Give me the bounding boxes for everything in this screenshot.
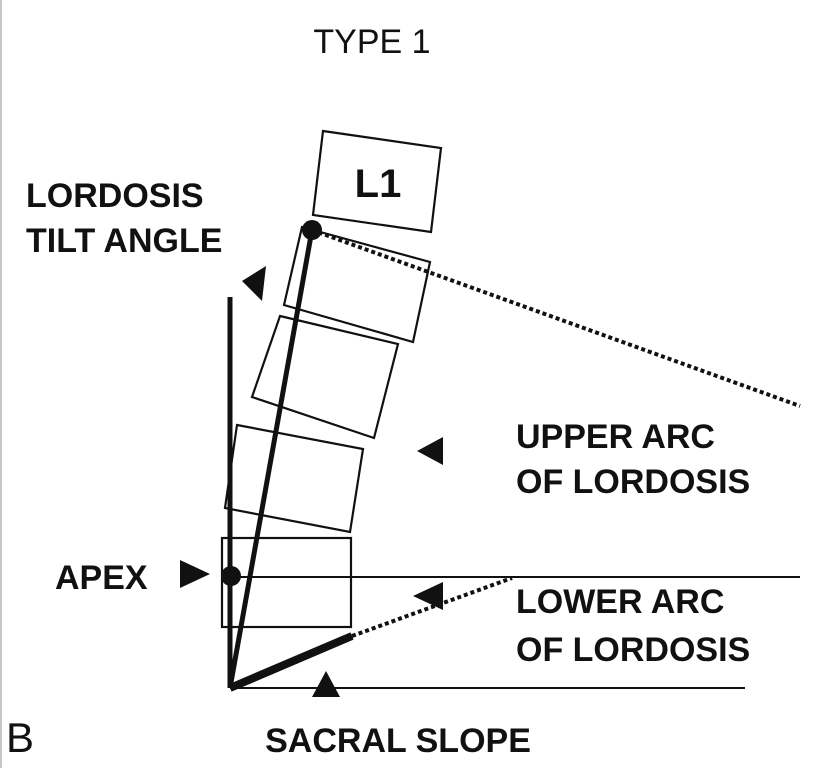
lordosis-tilt-line [227, 229, 315, 689]
upper-arc-label-line2: OF LORDOSIS [516, 463, 750, 501]
upper-arc-label-line1: UPPER ARC [516, 418, 715, 456]
upper-arc-dotted-line [311, 228, 801, 408]
tilt-angle-label-line2: TILT ANGLE [26, 222, 222, 260]
lower-arc-dotted-line [351, 576, 513, 638]
apex-arrow-icon [180, 560, 210, 588]
sacral-endplate-line [228, 632, 354, 692]
diagram-title: TYPE 1 [313, 23, 430, 61]
panel-letter: B [6, 714, 34, 761]
sacral-slope-arrow-icon [312, 671, 340, 697]
apex-point [221, 566, 241, 586]
vertebra-l1 [311, 129, 443, 234]
vertebra-l2 [282, 225, 432, 344]
lower-arc-arrow-icon [413, 582, 443, 610]
tilt-angle-label-line1: LORDOSIS [26, 177, 204, 215]
vertebra-l5 [220, 536, 353, 629]
lower-arc-label-line2: OF LORDOSIS [516, 631, 750, 669]
upper-arc-arrow-icon [417, 437, 443, 465]
vertebra-l3 [250, 314, 400, 440]
tilt-angle-arrow-icon [242, 266, 266, 301]
vertebrae [220, 129, 443, 629]
sacral-slope-label: SACRAL SLOPE [265, 722, 531, 760]
vertebra-l1-label: L1 [355, 162, 402, 206]
apex-label: APEX [55, 559, 148, 597]
lower-arc-label-line1: LOWER ARC [516, 583, 724, 621]
l1-corner-point [302, 220, 322, 240]
vertebra-l4 [223, 423, 365, 534]
